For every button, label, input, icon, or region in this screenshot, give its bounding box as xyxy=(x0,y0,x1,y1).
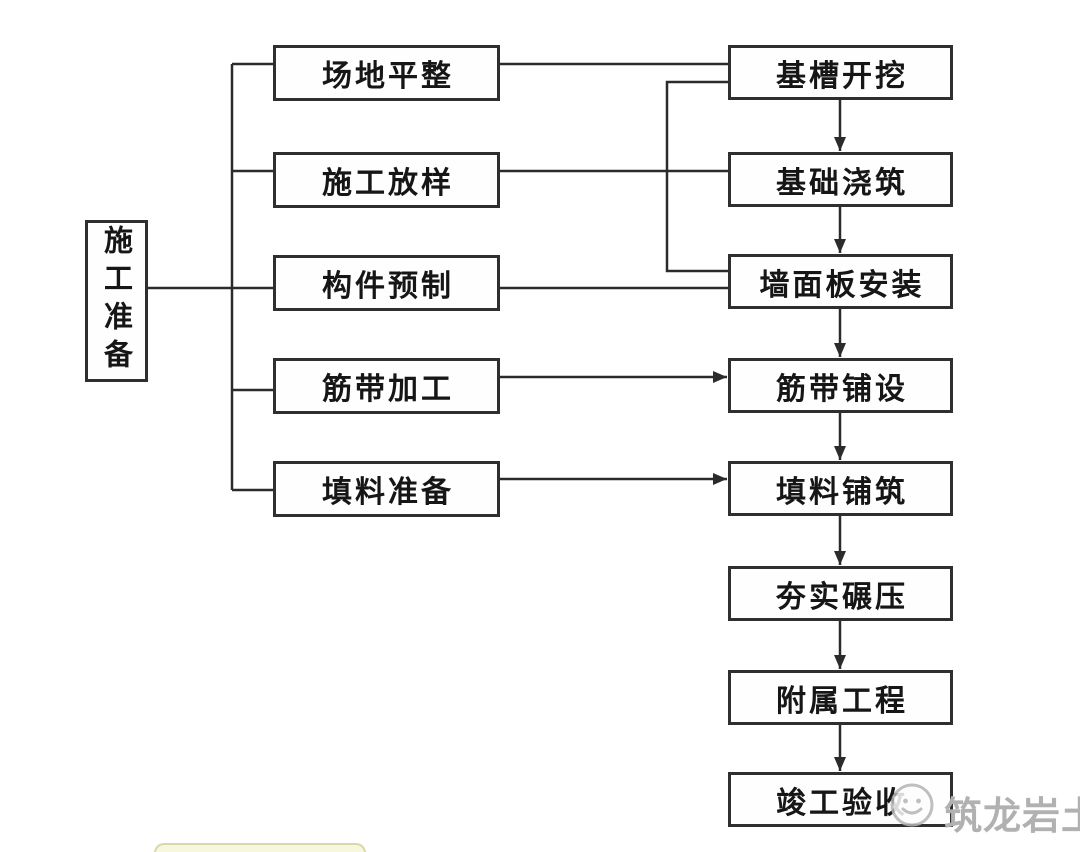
node-construction-layout: 施工放样 xyxy=(273,152,500,208)
node-construction-preparation: 施工准备 xyxy=(85,220,148,382)
node-filler-preparation: 填料准备 xyxy=(273,461,500,517)
node-trench-excavation: 基槽开挖 xyxy=(728,45,953,100)
node-foundation-pouring: 基础浇筑 xyxy=(728,152,953,207)
node-filler-paving: 填料铺筑 xyxy=(728,461,953,516)
footer-rounded-shape xyxy=(154,843,366,852)
node-reinforcement-strip-laying: 筋带铺设 xyxy=(728,358,953,413)
node-site-leveling: 场地平整 xyxy=(273,45,500,101)
node-compaction-rolling: 夯实碾压 xyxy=(728,566,953,621)
watermark-text: 筑龙岩土 xyxy=(944,794,1080,838)
node-component-prefabrication: 构件预制 xyxy=(273,255,500,311)
node-reinforcement-strip-processing: 筋带加工 xyxy=(273,358,500,414)
connector-excavation-bypass-to-wallpanel xyxy=(665,80,728,273)
node-auxiliary-works: 附属工程 xyxy=(728,670,953,725)
node-wall-panel-installation: 墙面板安装 xyxy=(728,254,953,309)
smiley-face-icon xyxy=(890,783,934,827)
